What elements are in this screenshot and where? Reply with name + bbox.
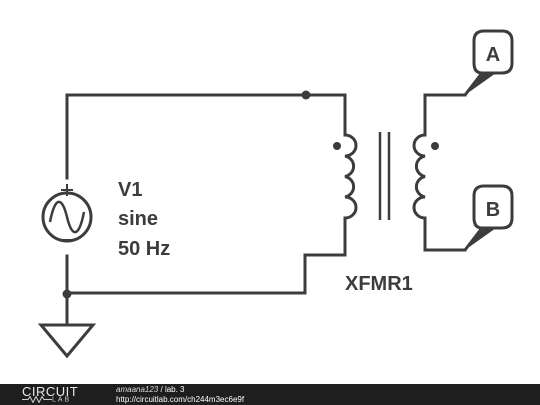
source-frequency-label: 50 Hz bbox=[118, 238, 170, 260]
wire-to-port-b bbox=[423, 216, 467, 252]
transformer-icon bbox=[333, 132, 439, 220]
ground-icon bbox=[37, 323, 97, 359]
footer-info: amaana123 / lab. 3 http://circuitlab.com… bbox=[116, 385, 244, 405]
junction-dot-bottom bbox=[62, 289, 72, 299]
port-b-marker bbox=[463, 184, 514, 251]
port-a-marker bbox=[463, 29, 514, 96]
port-a-label: A bbox=[486, 44, 500, 66]
logo-text-top: CIRCUIT bbox=[22, 384, 79, 399]
source-type-label: sine bbox=[118, 208, 158, 230]
path-separator: / bbox=[158, 385, 165, 394]
footer-title-line: amaana123 / lab. 3 bbox=[116, 385, 244, 395]
wire-bottom-primary bbox=[65, 216, 347, 295]
author-link[interactable]: amaana123 bbox=[116, 385, 159, 394]
circuit-url[interactable]: http://circuitlab.com/ch244m3ec6e9f bbox=[116, 395, 245, 404]
junction-dot-top bbox=[301, 90, 311, 100]
logo-text-lab: LAB bbox=[52, 396, 72, 404]
sine-source-icon bbox=[41, 184, 93, 243]
circuit-schematic: A B V1 sine 50 Hz XFMR1 bbox=[37, 29, 514, 359]
polarity-dot-secondary bbox=[431, 142, 439, 150]
wire-top-primary bbox=[65, 93, 347, 180]
port-b-label: B bbox=[486, 199, 500, 221]
project-name[interactable]: lab. 3 bbox=[164, 385, 185, 394]
circuitlab-logo[interactable]: CIRCUIT LAB bbox=[22, 384, 94, 405]
polarity-dot-primary bbox=[333, 142, 341, 150]
wire-to-port-a bbox=[423, 93, 467, 137]
footer-bar: CIRCUIT LAB amaana123 / lab. 3 http://ci… bbox=[0, 384, 540, 405]
source-name-label: V1 bbox=[118, 179, 142, 201]
resistor-logo-icon bbox=[22, 395, 52, 404]
logo-text-bottom: LAB bbox=[22, 395, 72, 404]
transformer-name-label: XFMR1 bbox=[345, 273, 413, 295]
